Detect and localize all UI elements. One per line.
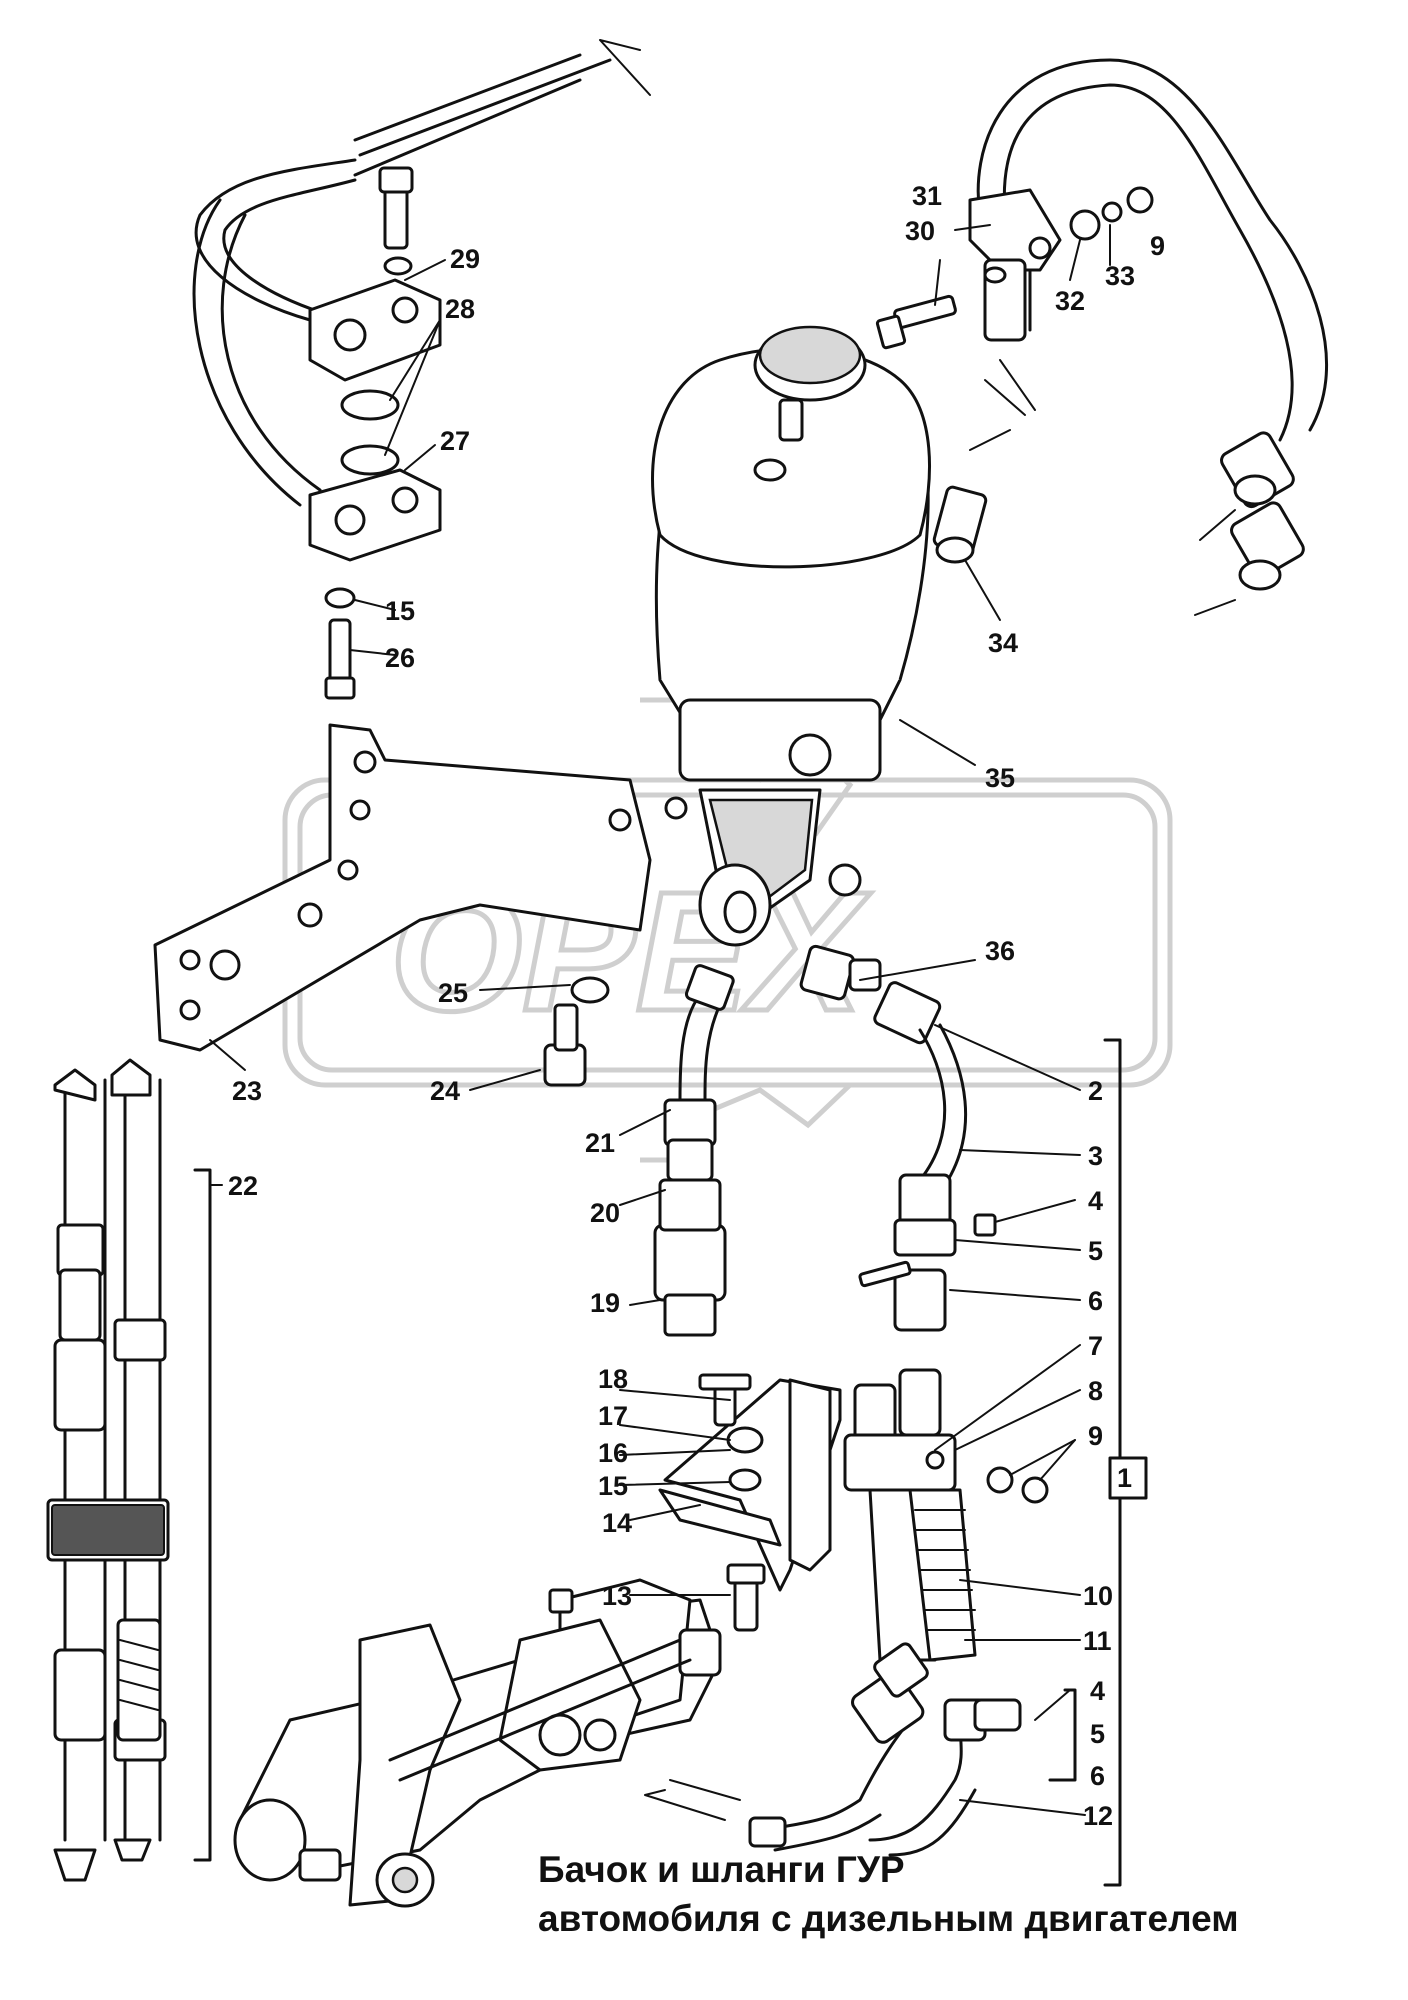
caption-line-1: Бачок и шланги ГУР	[538, 1849, 905, 1890]
callout-25: 25	[438, 978, 468, 1008]
lower-hose-bundle	[658, 1368, 1049, 1662]
callout-12: 12	[1083, 1801, 1113, 1831]
callout-10: 10	[1083, 1581, 1113, 1611]
callout-9: 9	[1088, 1421, 1103, 1451]
pump-outlet-hoses	[543, 944, 997, 1337]
callout-27: 27	[440, 426, 470, 456]
callout-7: 7	[1088, 1331, 1103, 1361]
leader-lines	[209, 224, 1111, 1816]
callout-4-lower: 4	[1090, 1676, 1105, 1706]
caption-line-2: автомобиля с дизельным двигателем	[538, 1898, 1239, 1939]
callout-6: 6	[1088, 1286, 1103, 1316]
callout-16: 16	[598, 1438, 628, 1468]
callout-14: 14	[602, 1508, 632, 1538]
callouts: 1 2 3 4 5 6 7 8 9 10 11 12 13 14 15 16 1…	[228, 181, 1165, 1831]
diagram-caption: Бачок и шланги ГУР автомобиля с дизельны…	[538, 1845, 1398, 1943]
callout-24: 24	[430, 1076, 460, 1106]
callout-32: 32	[1055, 286, 1085, 316]
callout-5-lower: 5	[1090, 1719, 1105, 1749]
hose-bundle-detail	[46, 1058, 170, 1882]
callout-31: 31	[912, 181, 942, 211]
callout-29: 29	[450, 244, 480, 274]
callout-21: 21	[585, 1128, 615, 1158]
callout-6-lower: 6	[1090, 1761, 1105, 1791]
callout-30: 30	[905, 216, 935, 246]
callout-18: 18	[598, 1364, 628, 1394]
callout-20: 20	[590, 1198, 620, 1228]
callout-13: 13	[602, 1581, 632, 1611]
reservoir-and-pump	[651, 325, 931, 947]
return-hose	[644, 1642, 1022, 1857]
steering-gear	[233, 1578, 722, 1908]
callout-26: 26	[385, 643, 415, 673]
callout-8: 8	[1088, 1376, 1103, 1406]
upper-right-hose-assembly	[875, 58, 1329, 616]
callout-2: 2	[1088, 1076, 1103, 1106]
callout-35: 35	[985, 763, 1015, 793]
callout-19: 19	[590, 1288, 620, 1318]
callout-15: 15	[598, 1471, 628, 1501]
upper-left-hose-assembly	[192, 39, 651, 700]
callout-23: 23	[232, 1076, 262, 1106]
mounting-bracket	[153, 723, 652, 1052]
callout-5: 5	[1088, 1236, 1103, 1266]
group-bracket	[193, 1038, 1148, 1887]
callout-15-upper: 15	[385, 596, 415, 626]
callout-34: 34	[988, 628, 1018, 658]
callout-4: 4	[1088, 1186, 1103, 1216]
callout-1: 1	[1117, 1463, 1132, 1493]
callout-3: 3	[1088, 1141, 1103, 1171]
callout-17: 17	[598, 1401, 628, 1431]
callout-9-upper: 9	[1150, 231, 1165, 261]
callout-28: 28	[445, 294, 475, 324]
callout-33: 33	[1105, 261, 1135, 291]
callout-22: 22	[228, 1171, 258, 1201]
callout-11: 11	[1083, 1626, 1112, 1656]
callout-36: 36	[985, 936, 1015, 966]
